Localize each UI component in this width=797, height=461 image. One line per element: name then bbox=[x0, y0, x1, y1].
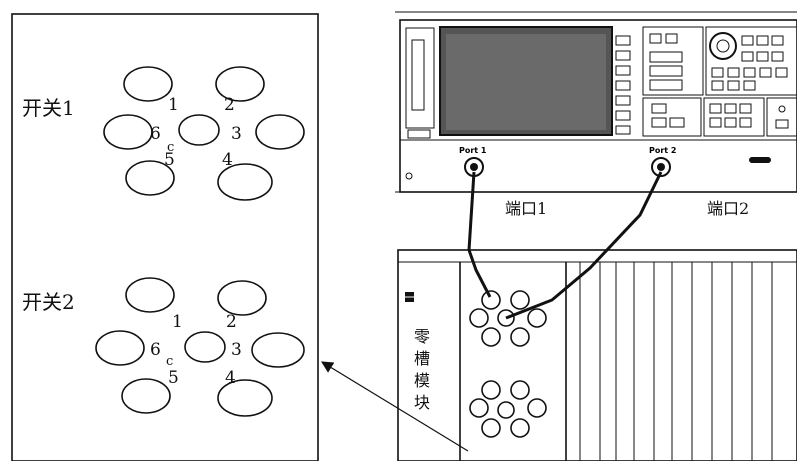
switch-1-port-3 bbox=[255, 114, 305, 150]
keypad bbox=[642, 26, 797, 137]
switch-2-port-1 bbox=[125, 277, 175, 313]
softkeys bbox=[615, 35, 631, 135]
slot-label-2: 模 bbox=[414, 371, 430, 390]
switch-2-port-2 bbox=[217, 280, 267, 316]
module-switch-2 bbox=[469, 380, 547, 438]
switch-2-num-1: 1 bbox=[172, 312, 183, 332]
port-1-connector: Port 1 bbox=[459, 146, 487, 177]
callout-arrow bbox=[320, 361, 469, 452]
module-switch-1 bbox=[469, 290, 547, 347]
switch-2-port-5 bbox=[121, 378, 171, 414]
switch-2-num-4: 4 bbox=[225, 368, 236, 388]
switch-2-port-6 bbox=[95, 330, 145, 366]
switch-chassis: 零 槽 模 块 bbox=[397, 249, 797, 461]
cable-port2 bbox=[505, 171, 663, 320]
cables bbox=[467, 171, 663, 320]
cable-port1 bbox=[467, 171, 492, 298]
switch-2-num-6: 6 bbox=[150, 340, 161, 360]
network-analyzer: Port 1 Port 2 端口1 端口2 bbox=[395, 11, 797, 218]
switch-panel bbox=[11, 13, 319, 461]
switch-2-num-5: 5 bbox=[168, 368, 179, 388]
rotary-knob bbox=[709, 32, 737, 60]
switch-2-num-2: 2 bbox=[226, 312, 237, 332]
switch-1-num-4: 4 bbox=[222, 150, 233, 170]
switch-2-num-3: 3 bbox=[231, 340, 242, 360]
switch-2-common: c bbox=[166, 354, 173, 369]
switch-1-port-1 bbox=[123, 66, 173, 102]
link-icon bbox=[749, 157, 771, 163]
slot-label-3: 块 bbox=[414, 393, 430, 412]
switch-1-port-c bbox=[178, 114, 220, 146]
switch-1-port-5 bbox=[125, 160, 175, 196]
port-2-tag: Port 2 bbox=[649, 146, 676, 155]
port-2-connector: Port 2 bbox=[649, 146, 676, 177]
switch-1-port-4 bbox=[217, 163, 273, 201]
switch-1-port-2 bbox=[215, 66, 265, 102]
port-1-label: 端口1 bbox=[505, 199, 547, 218]
port-1-tag: Port 1 bbox=[459, 146, 487, 155]
switch-2-port-3 bbox=[251, 332, 305, 368]
switch-2-port-4 bbox=[217, 379, 273, 417]
switch-1-num-6: 6 bbox=[150, 124, 161, 144]
switch-2: 开关2 1 2 6 3 c 5 4 bbox=[22, 277, 305, 417]
switch-2-title: 开关2 bbox=[22, 290, 75, 314]
switch-1-num-2: 2 bbox=[224, 95, 235, 115]
slot-label-1: 槽 bbox=[414, 349, 430, 368]
switch-1-num-1: 1 bbox=[168, 95, 179, 115]
switch-1-title: 开关1 bbox=[22, 96, 75, 120]
slot-label-0: 零 bbox=[414, 327, 430, 346]
switch-1-num-3: 3 bbox=[231, 124, 242, 144]
switch-1-num-5: 5 bbox=[164, 150, 175, 170]
switch-1: 开关1 1 2 6 3 c 5 4 bbox=[22, 66, 305, 201]
switch-1-common: c bbox=[167, 140, 174, 155]
port-2-label: 端口2 bbox=[707, 199, 749, 218]
switch-1-port-6 bbox=[103, 114, 153, 150]
switch-2-port-c bbox=[184, 331, 226, 363]
